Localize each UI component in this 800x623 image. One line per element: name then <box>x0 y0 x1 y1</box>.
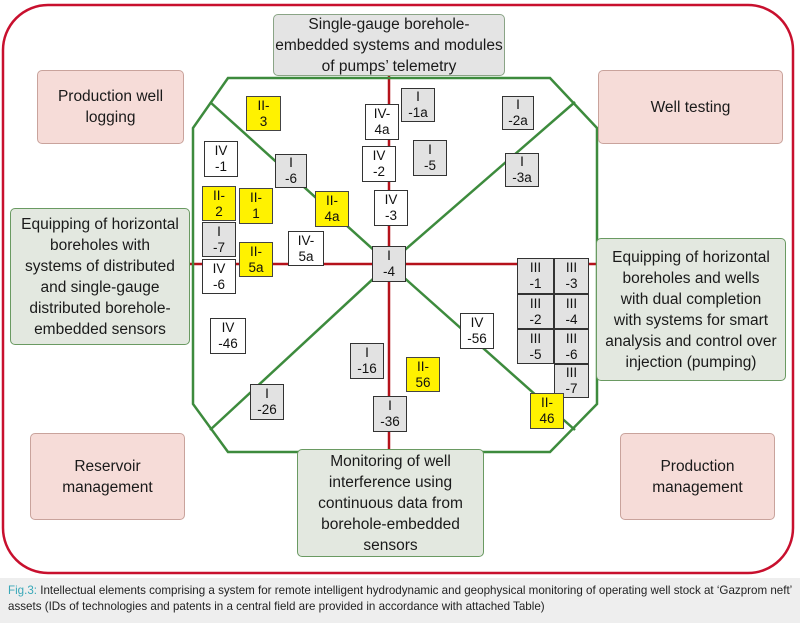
tile-iv-4a: IV- 4a <box>365 104 399 140</box>
tile-iv-56: IV -56 <box>460 313 494 349</box>
top-category-box: Single-gauge borehole- embedded systems … <box>273 14 505 76</box>
tile-iv-46: IV -46 <box>210 318 246 354</box>
tile-iii-3: III -3 <box>554 258 589 294</box>
tile-ii-1: II- 1 <box>239 188 273 224</box>
inner-octagon-frame <box>191 76 599 454</box>
corner-box-production-management: Production management <box>620 433 775 520</box>
outer-frame <box>1 3 795 575</box>
tile-ii-46: II- 46 <box>530 393 564 429</box>
tile-iv-6: IV -6 <box>202 259 236 294</box>
right-category-box: Equipping of horizontal boreholes and we… <box>596 238 786 381</box>
left-category-box: Equipping of horizontal boreholes with s… <box>10 208 190 345</box>
tile-i-3a: I -3a <box>505 153 539 187</box>
tile-iv-3: IV -3 <box>374 190 408 226</box>
tile-iii-7: III -7 <box>554 364 589 398</box>
bottom-category-box: Monitoring of well interference using co… <box>297 449 484 557</box>
tile-iii-6: III -6 <box>554 329 589 364</box>
tile-i-26: I -26 <box>250 384 284 420</box>
tile-iv-5a: IV- 5a <box>288 231 324 266</box>
tile-ii-56: II- 56 <box>406 357 440 392</box>
tile-i-1a: I -1a <box>401 88 435 122</box>
diagonal-line-bl <box>209 265 388 431</box>
tile-iv-1: IV -1 <box>204 141 238 177</box>
tile-iv-2: IV -2 <box>362 146 396 182</box>
tile-ii-2: II- 2 <box>202 186 236 221</box>
tile-i-4: I -4 <box>372 246 406 282</box>
tile-iii-2: III -2 <box>517 294 554 329</box>
figure-caption: Fig.3: Intellectual elements comprising … <box>0 578 800 623</box>
tile-i-5: I -5 <box>413 140 447 176</box>
caption-text: Intellectual elements comprising a syste… <box>8 584 792 613</box>
corner-box-production-well-logging: Production well logging <box>37 70 184 144</box>
tile-i-36: I -36 <box>373 396 407 432</box>
tile-ii-4a: II- 4a <box>315 191 349 227</box>
tile-ii-5a: II- 5a <box>239 242 273 277</box>
tile-ii-3: II- 3 <box>246 96 281 131</box>
tile-i-2a: I -2a <box>502 96 534 130</box>
tile-iii-5: III -5 <box>517 329 554 364</box>
tile-iii-1: III -1 <box>517 258 554 294</box>
caption-label: Fig.3: <box>8 584 37 597</box>
corner-box-well-testing: Well testing <box>598 70 783 144</box>
tile-i-16: I -16 <box>350 343 384 379</box>
corner-box-reservoir-management: Reservoir management <box>30 433 185 520</box>
tile-i-6: I -6 <box>275 154 307 188</box>
tile-i-7: I -7 <box>202 222 236 257</box>
diagonal-line-tr <box>390 101 576 263</box>
tile-iii-4: III -4 <box>554 294 589 329</box>
